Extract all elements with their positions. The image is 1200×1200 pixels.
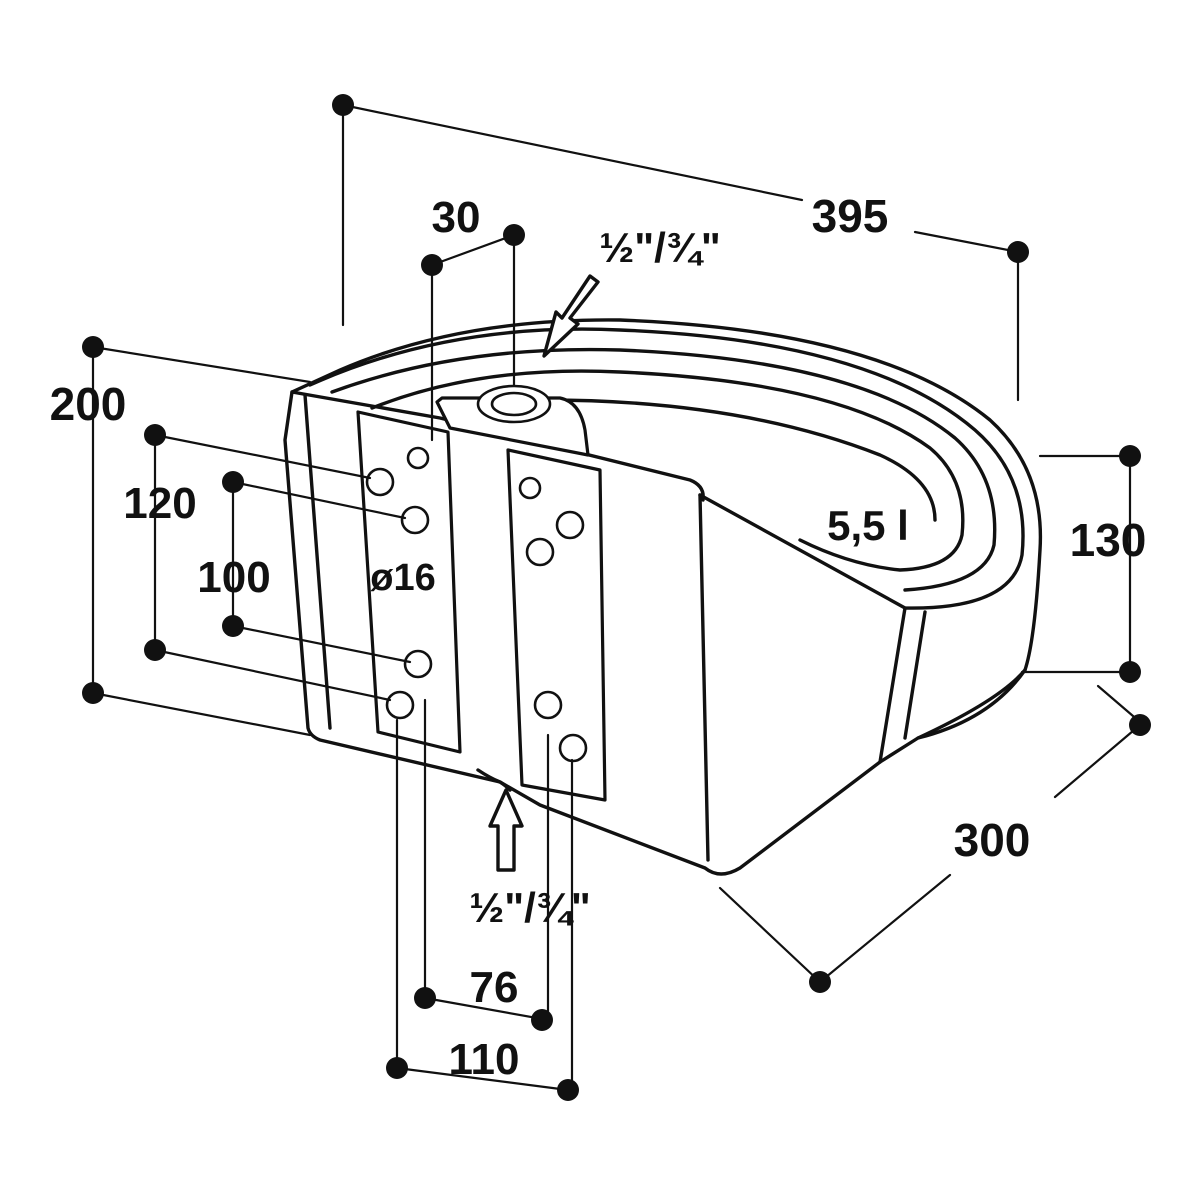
mounting-hole — [385, 690, 415, 720]
mounting-hole — [533, 690, 563, 720]
mounting-hole — [525, 537, 555, 567]
hole-spacing-small-label: 76 — [470, 963, 519, 1012]
mounting-plate-right — [506, 448, 607, 802]
mounting-hole — [555, 510, 585, 540]
volume-label: 5,5 l — [827, 502, 909, 549]
mounting-hole — [403, 649, 433, 679]
dimension-lines — [82, 94, 1151, 1101]
top-inlet-nipple — [476, 384, 552, 424]
bottom-inlet-notch — [476, 768, 512, 792]
height-label: 200 — [50, 378, 127, 430]
top-inlet-arrow — [542, 274, 600, 358]
mounting-hole — [406, 446, 430, 470]
mounting-hole — [558, 733, 588, 763]
bottom-inlet-label: ½"/¾" — [469, 884, 591, 931]
mounting-hole — [518, 476, 542, 500]
depth-label: 300 — [954, 814, 1031, 866]
bowl-height-label: 130 — [1070, 514, 1147, 566]
length-label: 395 — [812, 190, 889, 242]
bracket-spacing-label: 30 — [432, 193, 481, 242]
hole-spacing-large-label: 110 — [449, 1035, 520, 1084]
trough-body — [283, 318, 1043, 876]
outer-hole-spacing-label: 120 — [123, 479, 196, 528]
hole-diameter-label: ø16 — [370, 557, 435, 599]
mounting-hole — [400, 505, 430, 535]
inner-hole-spacing-label: 100 — [197, 553, 270, 602]
bottom-inlet-arrow — [488, 788, 524, 872]
top-inlet-label: ½"/¾" — [599, 224, 721, 271]
mounting-plate-left — [356, 410, 462, 754]
mounting-hole — [365, 467, 395, 497]
